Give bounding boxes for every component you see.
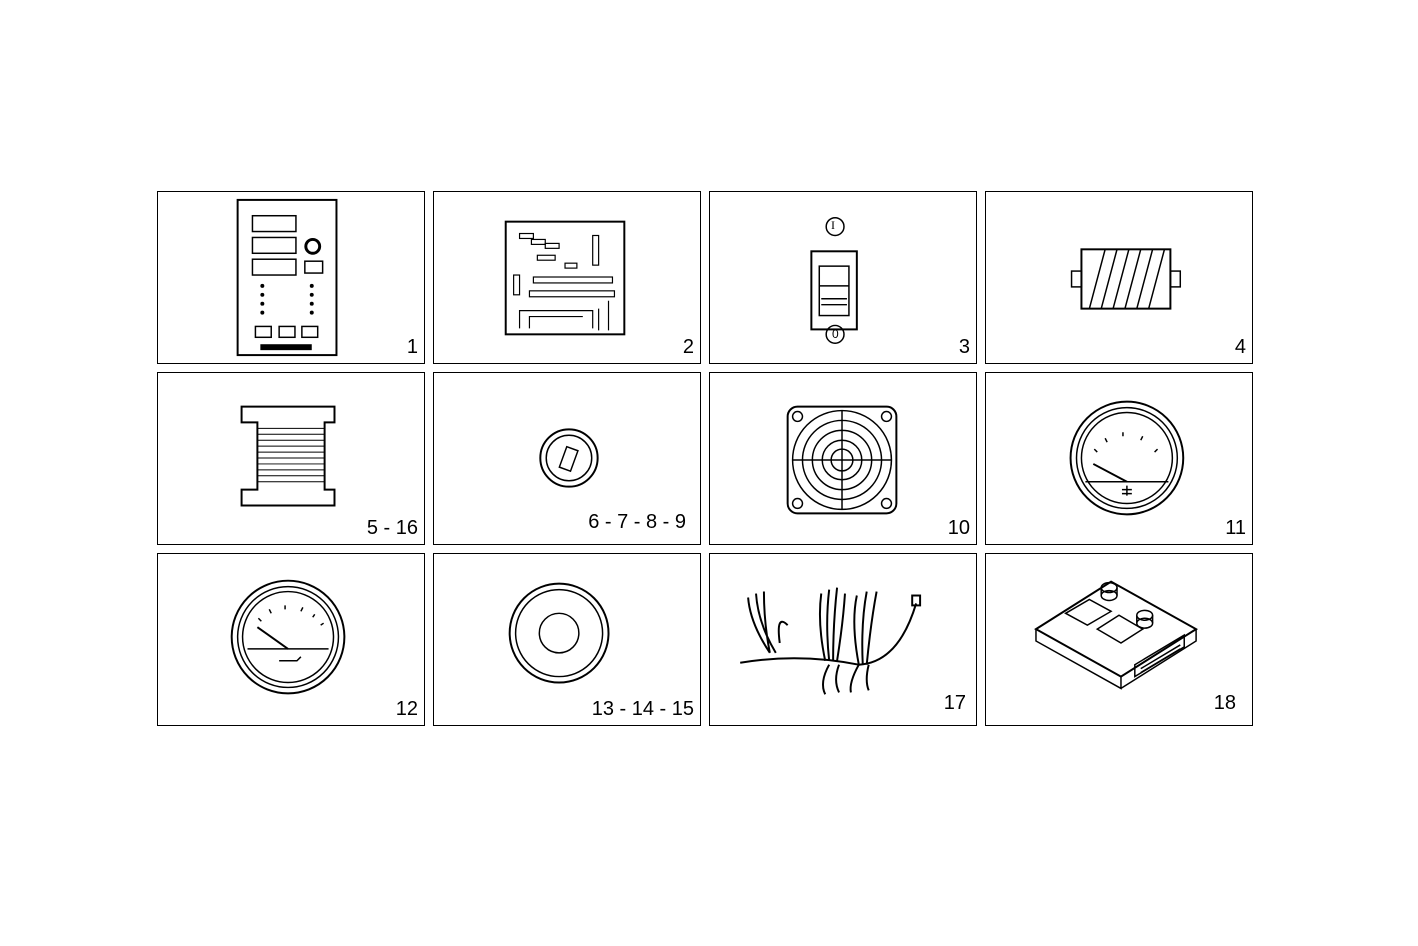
resistor-icon: [1070, 248, 1182, 310]
part-cell-12: 18: [985, 553, 1253, 726]
part-cell-2: 2: [433, 191, 701, 364]
cable-spool-icon: [240, 405, 336, 507]
part-label: 2: [682, 336, 694, 358]
rocker-switch-icon: [810, 216, 858, 344]
part-cell-8: 11: [985, 372, 1253, 545]
part-label: 11: [1225, 517, 1246, 539]
part-cell-5: 5 - 16: [157, 372, 425, 545]
part-cell-1: 1: [157, 191, 425, 364]
switch-off-mark: 0: [832, 327, 839, 341]
control-panel-icon: [236, 198, 338, 357]
circuit-board-icon: [504, 220, 626, 336]
part-cell-4: 4: [985, 191, 1253, 364]
fuse-holder-icon: [539, 428, 599, 488]
speaker-grille-icon: [786, 405, 898, 515]
part-label: 10: [947, 517, 970, 539]
part-cell-9: 12: [157, 553, 425, 726]
part-cell-7: 10: [709, 372, 977, 545]
part-cell-10: 13 - 14 - 15: [433, 553, 701, 726]
part-label: 18: [1213, 692, 1236, 714]
part-cell-11: 17: [709, 553, 977, 726]
part-label: 5 - 16: [366, 517, 418, 539]
grommet-icon: [508, 582, 610, 684]
part-cell-3: I 0 3: [709, 191, 977, 364]
part-label: 13 - 14 - 15: [591, 698, 694, 720]
part-cell-6: 6 - 7 - 8 - 9: [433, 372, 701, 545]
control-unit-icon: [1034, 580, 1199, 690]
parts-grid: 1 2 I 0 3 4 5: [157, 191, 1253, 726]
part-label: 6 - 7 - 8 - 9: [588, 511, 686, 533]
wiring-harness-icon: [740, 587, 922, 695]
switch-on-mark: I: [831, 218, 835, 232]
part-label: 12: [395, 698, 418, 720]
temperature-gauge-icon: [1069, 400, 1185, 516]
part-label: 17: [943, 692, 966, 714]
part-label: 4: [1234, 336, 1246, 358]
oil-pressure-gauge-icon: [230, 579, 346, 695]
part-label: 3: [958, 336, 970, 358]
part-label: 1: [406, 336, 418, 358]
